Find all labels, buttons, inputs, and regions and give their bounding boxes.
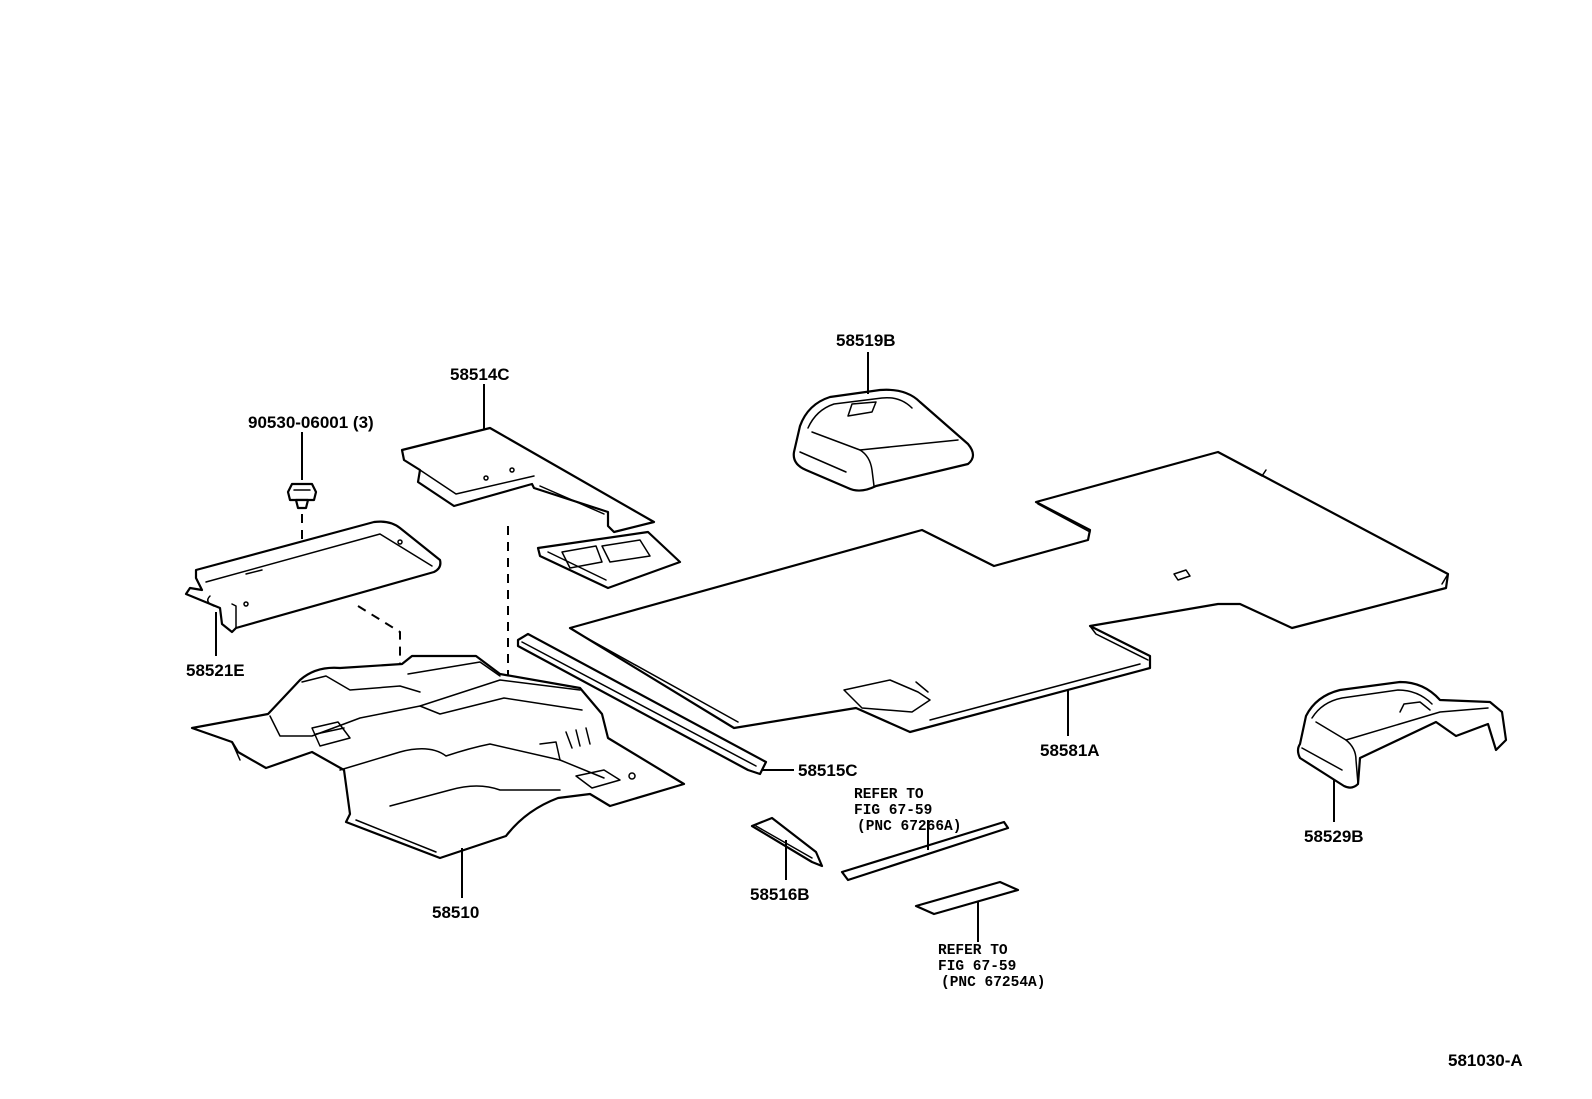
part-ref-strip-67266A	[840, 820, 1010, 882]
label-58515C[interactable]: 58515C	[798, 761, 858, 780]
part-58514C-floor-silencer	[400, 426, 682, 590]
part-58521E-console-silencer	[184, 520, 442, 634]
ref-note-2-line2[interactable]: FIG 67-59	[938, 959, 1016, 975]
ref-note-1-line3[interactable]: (PNC 67266A)	[857, 819, 961, 835]
diagram-id: 581030-A	[1448, 1051, 1523, 1070]
label-58516B[interactable]: 58516B	[750, 885, 810, 904]
part-58515C-strip	[516, 632, 768, 776]
label-58521E[interactable]: 58521E	[186, 661, 245, 680]
label-58514C[interactable]: 58514C	[450, 365, 510, 384]
part-58510-floor-carpet	[190, 654, 686, 860]
label-90530[interactable]: 90530-06001 (3)	[248, 413, 374, 432]
label-58519B[interactable]: 58519B	[836, 331, 896, 350]
part-58519B-wheelhouse-cover	[792, 388, 975, 492]
part-90530-clip	[286, 432, 318, 510]
part-58581A-rear-floor-carpet	[568, 450, 1450, 734]
ref-note-2-line3[interactable]: (PNC 67254A)	[941, 975, 1045, 991]
label-58529B[interactable]: 58529B	[1304, 827, 1364, 846]
ref-note-2-line1[interactable]: REFER TO	[938, 943, 1008, 959]
ref-note-1-line2[interactable]: FIG 67-59	[854, 803, 932, 819]
label-58510[interactable]: 58510	[432, 903, 479, 922]
label-58581A[interactable]: 58581A	[1040, 741, 1100, 760]
part-ref-plate-67254A	[914, 880, 1020, 916]
part-58529B-wheelhouse-cover	[1296, 680, 1508, 789]
ref-note-1-line1[interactable]: REFER TO	[854, 787, 924, 803]
